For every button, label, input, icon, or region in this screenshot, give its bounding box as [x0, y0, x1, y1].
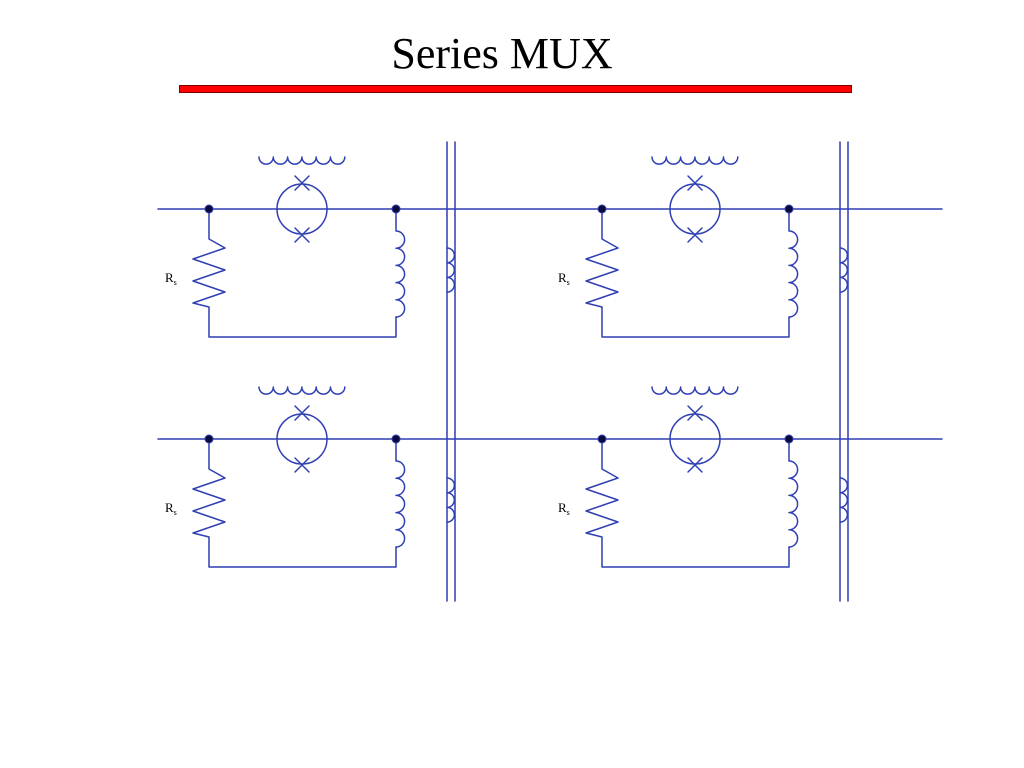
resistor-label-subscript: s	[567, 278, 570, 287]
node-left	[204, 434, 214, 444]
shunt-resistor-loop	[585, 208, 790, 338]
josephson-junction-bottom	[294, 227, 310, 243]
node-right	[784, 204, 794, 214]
mux-cell-3: Rs	[165, 386, 456, 568]
feedback-inductor	[395, 438, 406, 548]
squid-input-coil	[651, 386, 739, 395]
resistor-label: Rs	[165, 500, 177, 517]
josephson-junction-bottom	[687, 457, 703, 473]
column-coupling-inductor	[446, 477, 456, 523]
resistor-label-subscript: s	[567, 508, 570, 517]
resistor-label-main: R	[165, 270, 174, 285]
slide-title: Series MUX	[391, 29, 613, 78]
squid-input-coil	[651, 156, 739, 165]
resistor-label: Rs	[165, 270, 177, 287]
josephson-junction-bottom	[687, 227, 703, 243]
node-left	[597, 434, 607, 444]
title-underline-bar	[179, 85, 852, 93]
resistor-label: Rs	[558, 500, 570, 517]
resistor-label-main: R	[558, 270, 567, 285]
shunt-resistor-loop	[192, 438, 397, 568]
column-coupling-inductor	[446, 247, 456, 293]
mux-cell-1: Rs	[165, 156, 456, 338]
mux-cell-2: Rs	[558, 156, 849, 338]
resistor-label: Rs	[558, 270, 570, 287]
resistor-label-subscript: s	[174, 508, 177, 517]
column-coupling-inductor	[839, 247, 849, 293]
mux-cell-4: Rs	[558, 386, 849, 568]
squid-input-coil	[258, 386, 346, 395]
node-left	[597, 204, 607, 214]
column-coupling-inductor	[839, 477, 849, 523]
squid-input-coil	[258, 156, 346, 165]
resistor-label-main: R	[558, 500, 567, 515]
feedback-inductor	[788, 438, 799, 548]
feedback-inductor	[788, 208, 799, 318]
node-right	[784, 434, 794, 444]
column-input-lines	[446, 141, 849, 602]
node-right	[391, 434, 401, 444]
josephson-junction-top	[687, 405, 703, 421]
josephson-junction-top	[294, 175, 310, 191]
node-left	[204, 204, 214, 214]
shunt-resistor-loop	[585, 438, 790, 568]
node-right	[391, 204, 401, 214]
josephson-junction-top	[687, 175, 703, 191]
josephson-junction-top	[294, 405, 310, 421]
josephson-junction-bottom	[294, 457, 310, 473]
feedback-inductor	[395, 208, 406, 318]
shunt-resistor-loop	[192, 208, 397, 338]
resistor-label-main: R	[165, 500, 174, 515]
resistor-label-subscript: s	[174, 278, 177, 287]
row-bus-lines	[157, 208, 943, 440]
